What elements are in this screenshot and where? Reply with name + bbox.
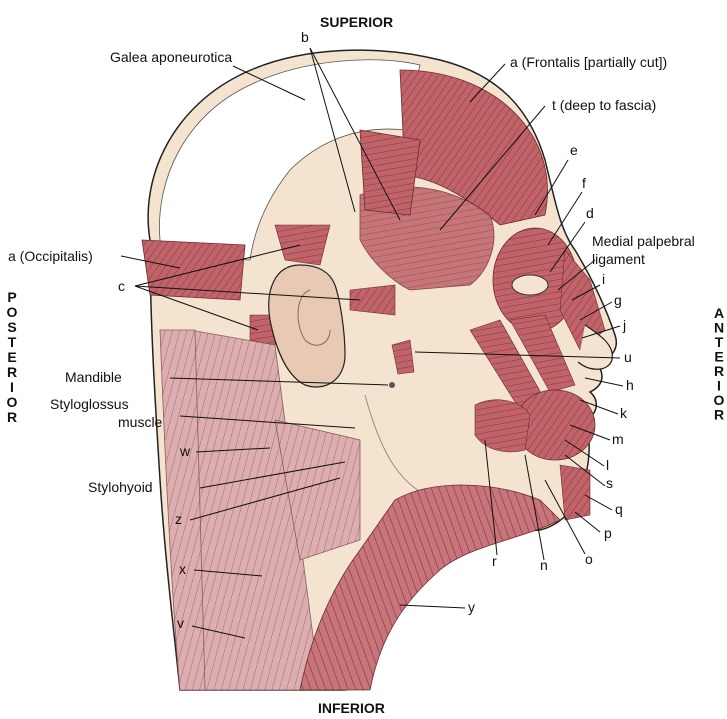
posterior-letter-5: E <box>7 349 16 365</box>
posterior-letter-8: O <box>7 394 18 410</box>
label-k: k <box>620 405 628 421</box>
head-illustration <box>142 50 616 690</box>
posterior-letter-3: S <box>7 319 16 335</box>
label-z: z <box>175 511 182 527</box>
label-e: e <box>570 142 578 158</box>
label-stylohyoid: Stylohyoid <box>88 479 153 495</box>
label-w: w <box>179 443 191 459</box>
label-superior: SUPERIOR <box>320 14 393 30</box>
label-u: u <box>624 349 632 365</box>
label-inferior: INFERIOR <box>318 700 385 716</box>
label-v: v <box>177 615 184 631</box>
posterior-letter-1: P <box>7 289 16 305</box>
label-g: g <box>614 292 622 308</box>
label-q: q <box>615 501 623 517</box>
mental-foramen <box>389 382 395 388</box>
label-a-occipitalis: a (Occipitalis) <box>8 248 93 264</box>
label-mandible: Mandible <box>65 369 122 385</box>
label-b: b <box>301 29 309 45</box>
posterior-letter-7: I <box>10 379 14 395</box>
superior-auricular-muscle <box>360 130 420 215</box>
label-medial-palpebral-2: ligament <box>592 251 645 267</box>
leader-y <box>400 605 465 608</box>
label-h: h <box>626 377 634 393</box>
eye <box>512 275 548 295</box>
label-a-frontalis: a (Frontalis [partially cut]) <box>510 54 667 70</box>
label-f: f <box>582 175 586 191</box>
label-c: c <box>118 278 125 294</box>
label-medial-palpebral-1: Medial palpebral <box>592 233 695 249</box>
buccinator-muscle <box>475 400 530 452</box>
label-styloglossus-2: muscle <box>118 414 163 430</box>
posterior-letter-6: R <box>7 364 17 380</box>
label-j: j <box>622 317 626 333</box>
label-i: i <box>602 271 605 287</box>
label-d: d <box>586 205 594 221</box>
label-n: n <box>540 557 548 573</box>
posterior-letter-9: R <box>7 409 17 425</box>
label-y: y <box>468 599 475 615</box>
mentalis-muscle <box>560 465 590 520</box>
label-t: t (deep to fascia) <box>552 97 656 113</box>
posterior-letter-4: T <box>8 334 17 350</box>
label-l: l <box>606 457 609 473</box>
label-o: o <box>585 551 593 567</box>
anterior-letter-8: R <box>714 407 724 423</box>
label-r: r <box>492 553 497 569</box>
label-p: p <box>604 525 612 541</box>
label-m: m <box>612 431 624 447</box>
label-styloglossus-1: Styloglossus <box>50 396 129 412</box>
label-x: x <box>179 561 186 577</box>
occipitalis-muscle <box>142 240 245 300</box>
label-s: s <box>606 475 613 491</box>
label-galea: Galea aponeurotica <box>110 49 232 65</box>
posterior-letter-2: O <box>7 304 18 320</box>
